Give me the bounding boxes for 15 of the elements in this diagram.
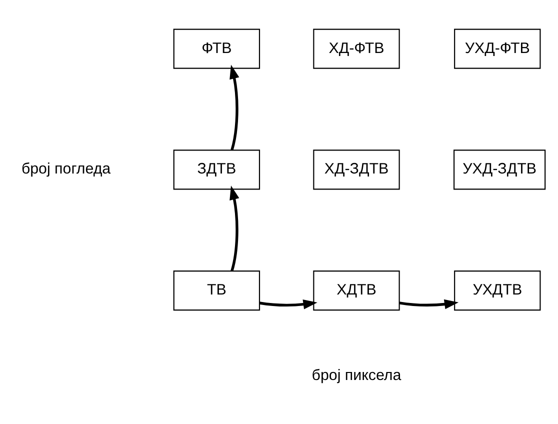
node-box: УХДТВ: [454, 270, 541, 310]
node-box: ТВ: [173, 270, 260, 310]
node-box: ХД-ФТВ: [313, 28, 400, 68]
label: број пиксела: [312, 366, 402, 384]
node-box: ФТВ: [173, 28, 260, 68]
arrow: [399, 298, 459, 309]
node-box: УХД-ЗДТВ: [454, 149, 546, 190]
node-box: УХД-ФТВ: [454, 28, 541, 68]
arrow: [259, 298, 318, 309]
node-box: ЗДТВ: [173, 149, 260, 190]
node-box: ХДТВ: [313, 270, 400, 310]
label: број погледа: [21, 160, 111, 178]
arrow: [230, 185, 240, 271]
arrow: [230, 64, 240, 150]
node-box: ХД-ЗДТВ: [313, 149, 400, 190]
